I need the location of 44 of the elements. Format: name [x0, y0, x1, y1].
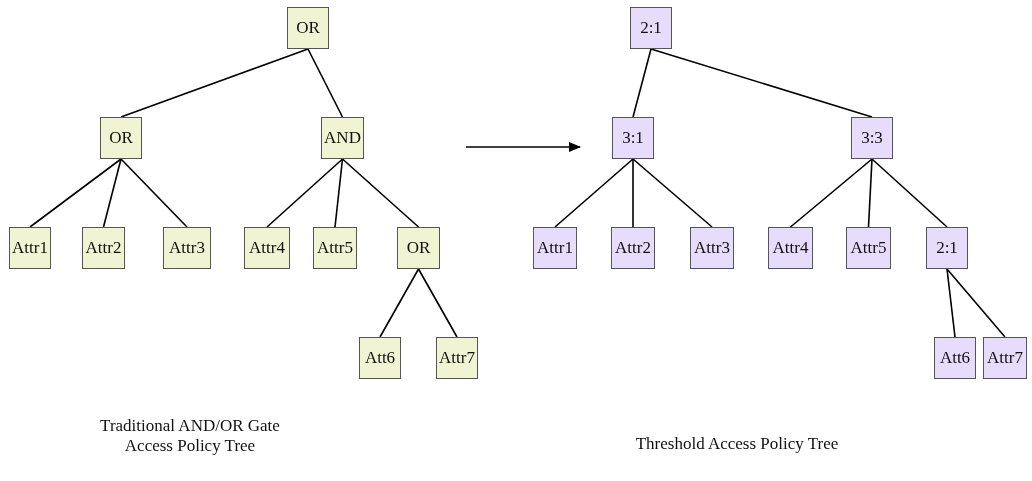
tree-node-box: Attr2 — [82, 227, 125, 269]
tree-edge — [867, 158, 873, 228]
tree-edge — [789, 158, 873, 228]
tree-node-box: Att6 — [934, 337, 976, 379]
tree-node-box: Attr7 — [436, 337, 478, 379]
tree-caption: Threshold Access Policy Tree — [634, 434, 840, 454]
tree-edge — [632, 158, 713, 228]
tree-node-box: OR — [100, 117, 142, 159]
tree-edge — [341, 158, 420, 228]
tree-node-box: Attr7 — [983, 337, 1027, 379]
tree-node-box: Attr5 — [846, 227, 891, 269]
tree-edge — [417, 268, 458, 338]
tree-node-box: 3:1 — [612, 117, 654, 159]
tree-node-box: Attr3 — [163, 227, 211, 269]
tree-edge — [379, 268, 420, 338]
tree-node-box: Attr2 — [611, 227, 655, 269]
tree-edge — [29, 158, 122, 228]
tree-node-box: 2:1 — [926, 227, 968, 269]
tree-edge — [632, 48, 652, 118]
tree-caption: Traditional AND/OR Gate Access Policy Tree — [99, 416, 281, 456]
tree-edge — [871, 158, 948, 228]
tree-node-box: AND — [321, 117, 364, 159]
tree-edge — [307, 48, 344, 118]
tree-edge — [334, 158, 344, 228]
tree-node-box: Attr1 — [533, 227, 577, 269]
tree-node-box: 2:1 — [630, 7, 672, 49]
tree-edge — [120, 48, 309, 118]
tree-edge — [946, 268, 1006, 338]
tree-edge — [946, 268, 956, 338]
tree-node-box: Attr5 — [313, 227, 357, 269]
tree-edge — [632, 158, 634, 228]
tree-node-box: Attr3 — [690, 227, 734, 269]
tree-node-box: Attr4 — [244, 227, 290, 269]
tree-node-box: Att6 — [359, 337, 401, 379]
tree-edge — [102, 158, 122, 228]
tree-node-box: Attr1 — [9, 227, 51, 269]
tree-edge — [554, 158, 634, 228]
tree-node-box: Attr4 — [768, 227, 813, 269]
tree-edge — [266, 158, 344, 228]
tree-node-box: OR — [287, 7, 329, 49]
tree-edge — [650, 48, 873, 118]
tree-node-box: OR — [397, 227, 440, 269]
tree-node-box: 3:3 — [851, 117, 893, 159]
tree-edge — [120, 158, 188, 228]
